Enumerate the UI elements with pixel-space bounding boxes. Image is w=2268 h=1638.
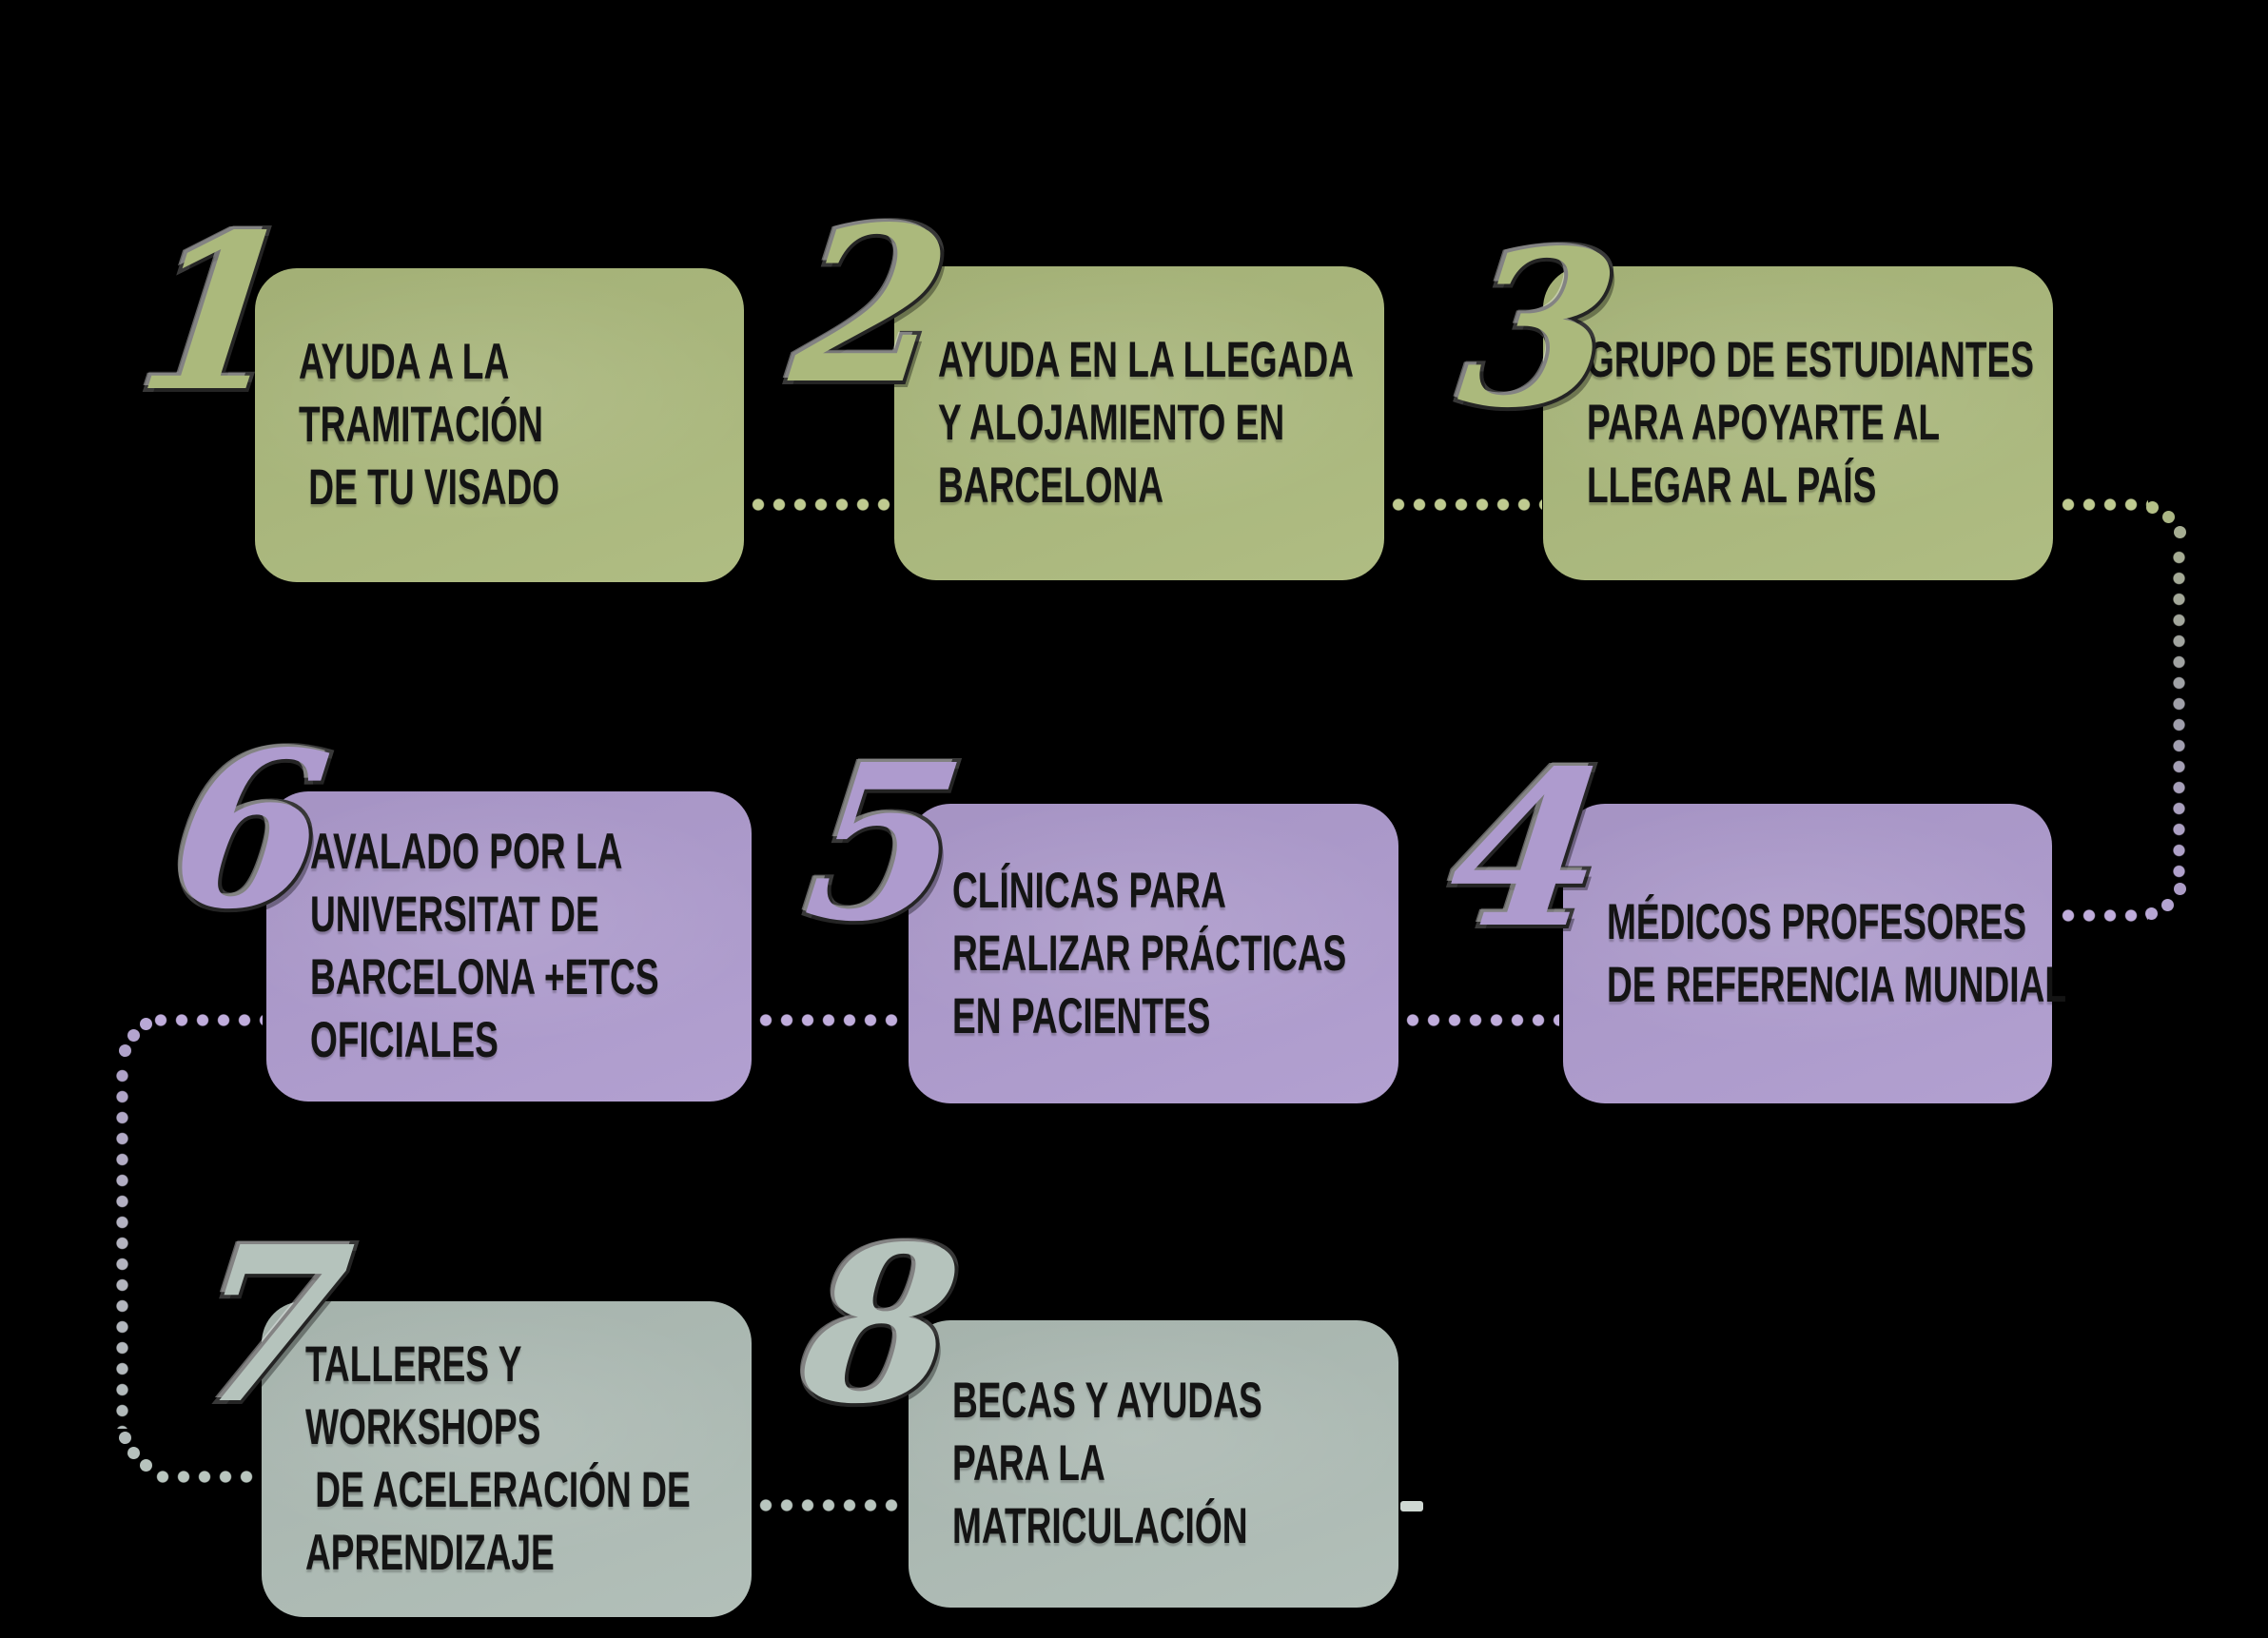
step-box-7: TALLERES Y WORKSHOPS DE ACELERACIÓN DE A… xyxy=(262,1301,752,1617)
connector-3-4-top xyxy=(2058,498,2148,511)
connector-6-7-vertical xyxy=(116,1065,128,1429)
step-box-6: AVALADO POR LA UNIVERSITAT DE BARCELONA … xyxy=(266,791,752,1102)
step-text-6: AVALADO POR LA UNIVERSITAT DE BARCELONA … xyxy=(310,821,659,1072)
step-text-1: AYUDA A LA TRAMITACIÓN DE TU VISADO xyxy=(299,331,611,519)
connector-dot xyxy=(140,1018,152,1030)
connector-dot xyxy=(119,1432,131,1444)
step-line: TRAMITACIÓN xyxy=(299,397,543,453)
connector-3-4-vertical xyxy=(2173,547,2185,882)
connector-6-5 xyxy=(755,1014,906,1026)
connector-5-4 xyxy=(1402,1014,1559,1026)
step-text-8: BECAS Y AYUDAS PARA LA MATRICULACIÓN xyxy=(952,1370,1264,1558)
step-number-6: 6 xyxy=(157,702,344,961)
step-line: AVALADO POR LA xyxy=(310,824,623,880)
connector-dot xyxy=(127,1029,140,1042)
connector-7-8 xyxy=(755,1499,906,1511)
step-number-1: 1 xyxy=(124,185,311,443)
connector-dot xyxy=(2145,907,2158,920)
step-number-5: 5 xyxy=(792,714,979,973)
step-line: DE ACELERACIÓN DE xyxy=(305,1462,691,1518)
step-line: AYUDA A LA xyxy=(299,334,510,390)
connector-1-2 xyxy=(748,498,898,511)
step-line: APRENDIZAJE xyxy=(305,1525,555,1581)
step-line: TALLERES Y xyxy=(305,1336,522,1393)
step-number-2: 2 xyxy=(778,177,966,436)
step-number-3: 3 xyxy=(1446,201,1633,459)
step-line: BECAS Y AYUDAS xyxy=(952,1373,1262,1429)
step-line: PARA LA xyxy=(952,1435,1105,1492)
connector-dot xyxy=(2162,511,2175,523)
step-text-3: GRUPO DE ESTUDIANTES PARA APOYARTE AL LL… xyxy=(1587,329,2034,517)
connector-dot xyxy=(2161,899,2174,911)
step-line: DE TU VISADO xyxy=(299,459,560,516)
connector-6-7-top xyxy=(150,1014,263,1026)
step-line: OFICIALES xyxy=(310,1012,499,1068)
step-line: WORKSHOPS xyxy=(305,1399,541,1455)
step-box-4: MÉDICOS PROFESORES DE REFERENCIA MUNDIAL xyxy=(1563,804,2066,1103)
step-number-8: 8 xyxy=(788,1197,975,1455)
step-text-5: CLÍNICAS PARA REALIZAR PRÁCTICAS EN PACI… xyxy=(952,860,1347,1048)
step-box-2: AYUDA EN LA LLEGADA Y ALOJAMIENTO EN BAR… xyxy=(894,266,1384,580)
step-line: BARCELONA +ETCS xyxy=(310,949,659,1005)
step-line: AYUDA EN LA LLEGADA xyxy=(938,332,1354,388)
step-text-4: MÉDICOS PROFESORES DE REFERENCIA MUNDIAL xyxy=(1607,891,2066,1017)
connector-dot xyxy=(119,1044,131,1057)
connector-dot xyxy=(2146,501,2159,514)
step-line: PARA APOYARTE AL xyxy=(1587,395,1941,451)
connector-dot xyxy=(2174,526,2186,538)
step-box-1: AYUDA A LA TRAMITACIÓN DE TU VISADO xyxy=(255,268,744,582)
connector-dot xyxy=(2174,883,2186,895)
step-line: GRUPO DE ESTUDIANTES xyxy=(1587,332,2034,388)
connector-dot xyxy=(127,1447,140,1459)
step-line: CLÍNICAS PARA xyxy=(952,862,1226,919)
step-box-3: GRUPO DE ESTUDIANTES PARA APOYARTE AL LL… xyxy=(1543,266,2053,580)
step-line: DE REFERENCIA MUNDIAL xyxy=(1607,956,2066,1013)
step-box-5: CLÍNICAS PARA REALIZAR PRÁCTICAS EN PACI… xyxy=(909,804,1398,1103)
step-number-7: 7 xyxy=(179,1197,366,1455)
connector-6-7-bottom xyxy=(152,1471,259,1483)
step-text-2: AYUDA EN LA LLEGADA Y ALOJAMIENTO EN BAR… xyxy=(938,329,1354,517)
step-text-7: TALLERES Y WORKSHOPS DE ACELERACIÓN DE A… xyxy=(305,1334,691,1585)
connector-2-3 xyxy=(1388,498,1542,511)
connector-3-4-bottom xyxy=(2058,909,2148,922)
step-line: MATRICULACIÓN xyxy=(952,1498,1248,1554)
step-number-4: 4 xyxy=(1435,721,1622,980)
step-line: UNIVERSITAT DE xyxy=(310,887,599,943)
step-line: LLEGAR AL PAÍS xyxy=(1587,458,1877,514)
connector-8-stub xyxy=(1400,1501,1423,1511)
connector-dot xyxy=(140,1459,152,1472)
step-line: REALIZAR PRÁCTICAS xyxy=(952,925,1347,982)
step-box-8: BECAS Y AYUDAS PARA LA MATRICULACIÓN xyxy=(909,1320,1398,1608)
step-line: BARCELONA xyxy=(938,458,1164,514)
step-line: EN PACIENTES xyxy=(952,987,1211,1044)
step-line: MÉDICOS PROFESORES xyxy=(1607,893,2027,950)
step-line: Y ALOJAMIENTO EN xyxy=(938,395,1285,451)
